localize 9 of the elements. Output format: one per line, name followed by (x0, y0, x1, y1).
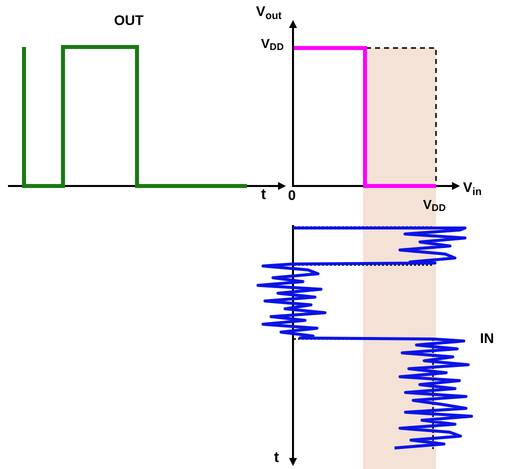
tick-label: V$_{DD}$ (261, 37, 284, 50)
axis-label: t (274, 450, 279, 465)
waveform-title: IN (480, 331, 494, 345)
tick-label: V$_{DD}$ (423, 198, 446, 211)
axis-label: V$_{in}$ (463, 180, 482, 194)
axis-label: V$_{out}$ (256, 4, 282, 18)
tick-label: 0 (288, 188, 296, 202)
waveform-title: OUT (114, 13, 144, 27)
axis-label: t (261, 187, 266, 202)
